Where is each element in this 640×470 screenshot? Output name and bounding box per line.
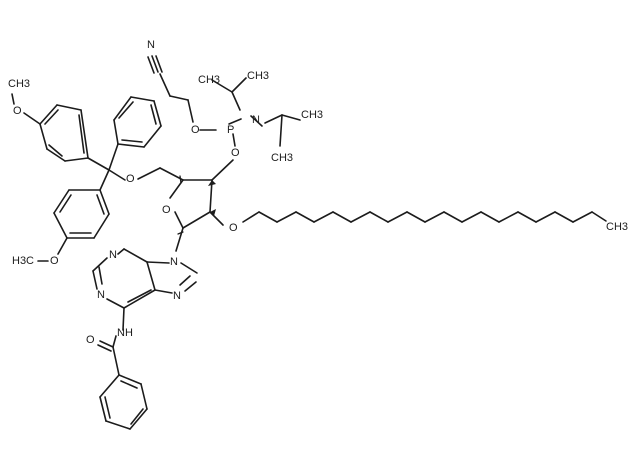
carbonyl-o-label: O xyxy=(86,334,95,346)
phosphorus-label: P xyxy=(227,124,234,136)
methoxy-top-ch3-label: CH3 xyxy=(8,78,30,90)
purine-n9-label: N xyxy=(170,256,178,268)
methoxy-bottom-h3c-label: H3C xyxy=(12,255,34,267)
phosphite-o-label: O xyxy=(231,147,240,159)
nitrile-n-label: N xyxy=(147,39,155,51)
purine-n7-label: N xyxy=(173,290,181,302)
atom-labels: N CH3 CH3 CH3 CH3 CH3 N P O O O CH3 O O … xyxy=(8,39,628,346)
methoxy-bottom-o-label: O xyxy=(50,255,59,267)
methoxy-top-o-label: O xyxy=(13,105,22,117)
amide-nh-label: NH xyxy=(117,327,133,339)
ch3-label-c: CH3 xyxy=(301,109,323,121)
alkyl-o-label: O xyxy=(229,222,238,234)
purine-n3-label: N xyxy=(97,289,105,301)
bonds xyxy=(11,55,607,430)
ch3-label-a: CH3 xyxy=(198,74,220,86)
ch3-label-d: CH3 xyxy=(271,152,293,164)
amine-n-label: N xyxy=(252,114,260,126)
cyanoethyl-o-label: O xyxy=(191,124,200,136)
purine-n1-label: N xyxy=(109,249,117,261)
ring-o-label: O xyxy=(162,204,171,216)
ch3-tail-label: CH3 xyxy=(606,221,628,233)
dmt-ether-o-label: O xyxy=(126,173,135,185)
ch3-label-b: CH3 xyxy=(247,70,269,82)
stereo-bonds xyxy=(177,175,216,235)
